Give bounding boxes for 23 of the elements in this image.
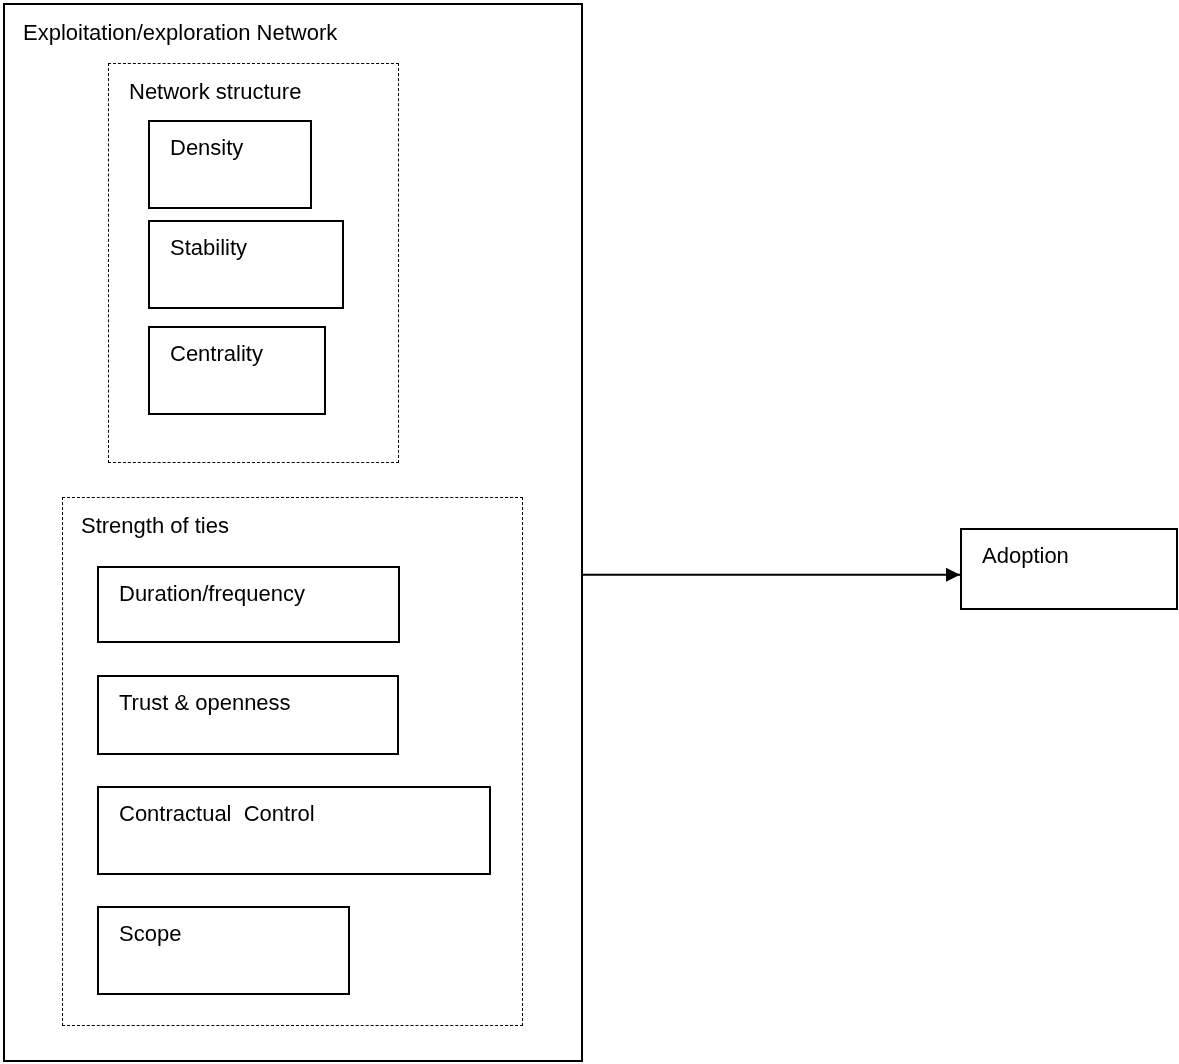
group-box (62, 497, 523, 1026)
node-label: Scope (119, 920, 182, 948)
concept-box (148, 326, 326, 415)
node-label: Duration/frequency (119, 580, 305, 608)
node-label: Stability (170, 234, 248, 262)
concept-box (148, 120, 312, 209)
concept-box (97, 786, 491, 875)
concept-box (97, 675, 399, 755)
concept-box (148, 220, 344, 309)
arrow (582, 567, 961, 582)
node-label: Trust & openness (119, 689, 291, 717)
node-label: Network structure (129, 78, 302, 106)
node-label: Strength of ties (81, 512, 229, 540)
concept-box (97, 566, 400, 643)
node-label: Centrality (170, 340, 263, 368)
container-box (3, 3, 583, 1062)
concept-box (960, 528, 1178, 610)
concept-box (97, 906, 350, 995)
node-label: Density (170, 134, 244, 162)
group-box (108, 63, 399, 463)
node-label: Exploitation/exploration Network (23, 19, 338, 47)
node-label: Contractual Control (119, 800, 315, 828)
node-label: Adoption (982, 542, 1069, 570)
